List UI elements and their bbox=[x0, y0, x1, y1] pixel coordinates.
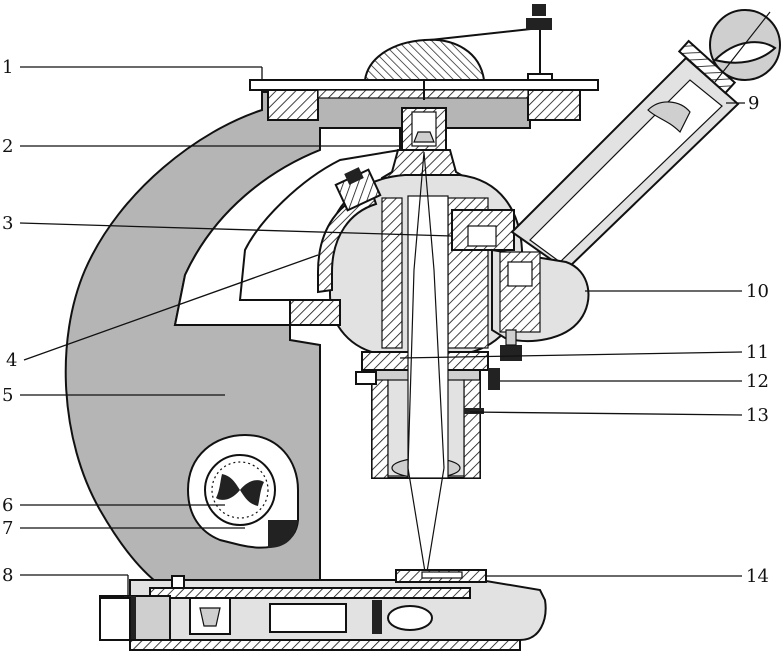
focus-wheel-hub bbox=[216, 474, 264, 506]
lower-tube-wall-right bbox=[463, 379, 481, 479]
leader-4 bbox=[23, 254, 319, 361]
turret-bracket bbox=[289, 299, 341, 326]
prism-window bbox=[467, 225, 497, 247]
optical-tube bbox=[407, 195, 449, 479]
callout-14: 14 bbox=[746, 566, 769, 587]
turret-clamp-bolt bbox=[344, 167, 364, 185]
light-ray-lower bbox=[407, 467, 445, 579]
clip-screw-head bbox=[532, 4, 546, 16]
callout-5: 5 bbox=[2, 385, 13, 406]
callout-11: 11 bbox=[746, 342, 769, 363]
adjust-knob-11-stem bbox=[505, 329, 517, 346]
eyepiece-lens bbox=[647, 101, 691, 134]
lower-tube-wall-left bbox=[371, 379, 389, 479]
light-ray-upper bbox=[413, 151, 435, 271]
callout-9: 9 bbox=[748, 93, 759, 114]
base-bottom-strip bbox=[129, 639, 521, 651]
base-rear-block bbox=[99, 597, 131, 641]
callout-4: 4 bbox=[6, 350, 17, 371]
callout-2: 2 bbox=[2, 136, 13, 157]
leader-3 bbox=[19, 222, 453, 237]
stand-opening bbox=[173, 127, 401, 326]
base-mirror-lens bbox=[387, 605, 433, 631]
callout-7: 7 bbox=[2, 518, 13, 539]
base-mirror bbox=[372, 600, 382, 634]
objective-lens bbox=[413, 131, 435, 143]
turret-inner-left bbox=[381, 197, 403, 349]
base-left-stub bbox=[171, 575, 185, 589]
field-lens-14 bbox=[421, 571, 463, 579]
stage-block-right bbox=[527, 89, 581, 121]
clip-screw-nut bbox=[526, 18, 552, 30]
eyepiece-collar bbox=[677, 39, 737, 95]
callout-1: 1 bbox=[2, 57, 13, 78]
eye-axis bbox=[714, 11, 771, 83]
callout-10: 10 bbox=[746, 281, 769, 302]
prism-cube bbox=[507, 261, 533, 287]
base-lamp-housing bbox=[189, 597, 231, 635]
stage-block-left bbox=[267, 89, 319, 121]
leader-13 bbox=[469, 411, 743, 416]
base-lamp bbox=[199, 607, 221, 627]
specimen bbox=[363, 38, 486, 81]
callout-8: 8 bbox=[2, 565, 13, 586]
base-tube bbox=[269, 603, 347, 633]
screw-13 bbox=[464, 408, 484, 414]
callout-13: 13 bbox=[746, 405, 769, 426]
focus-wheel-pointer bbox=[268, 520, 298, 548]
clip-screw-foot bbox=[527, 73, 553, 81]
eye-lens bbox=[713, 41, 777, 64]
focus-knob-12-left bbox=[355, 371, 377, 385]
light-ray-body bbox=[407, 269, 445, 469]
callout-3: 3 bbox=[2, 213, 13, 234]
callout-12: 12 bbox=[746, 371, 769, 392]
base-top-plate bbox=[149, 587, 471, 599]
adjust-knob-11 bbox=[500, 345, 522, 361]
specimen-clip bbox=[429, 27, 541, 41]
focus-knob-12 bbox=[488, 368, 500, 390]
callout-6: 6 bbox=[2, 495, 13, 516]
leader-11 bbox=[399, 351, 743, 359]
